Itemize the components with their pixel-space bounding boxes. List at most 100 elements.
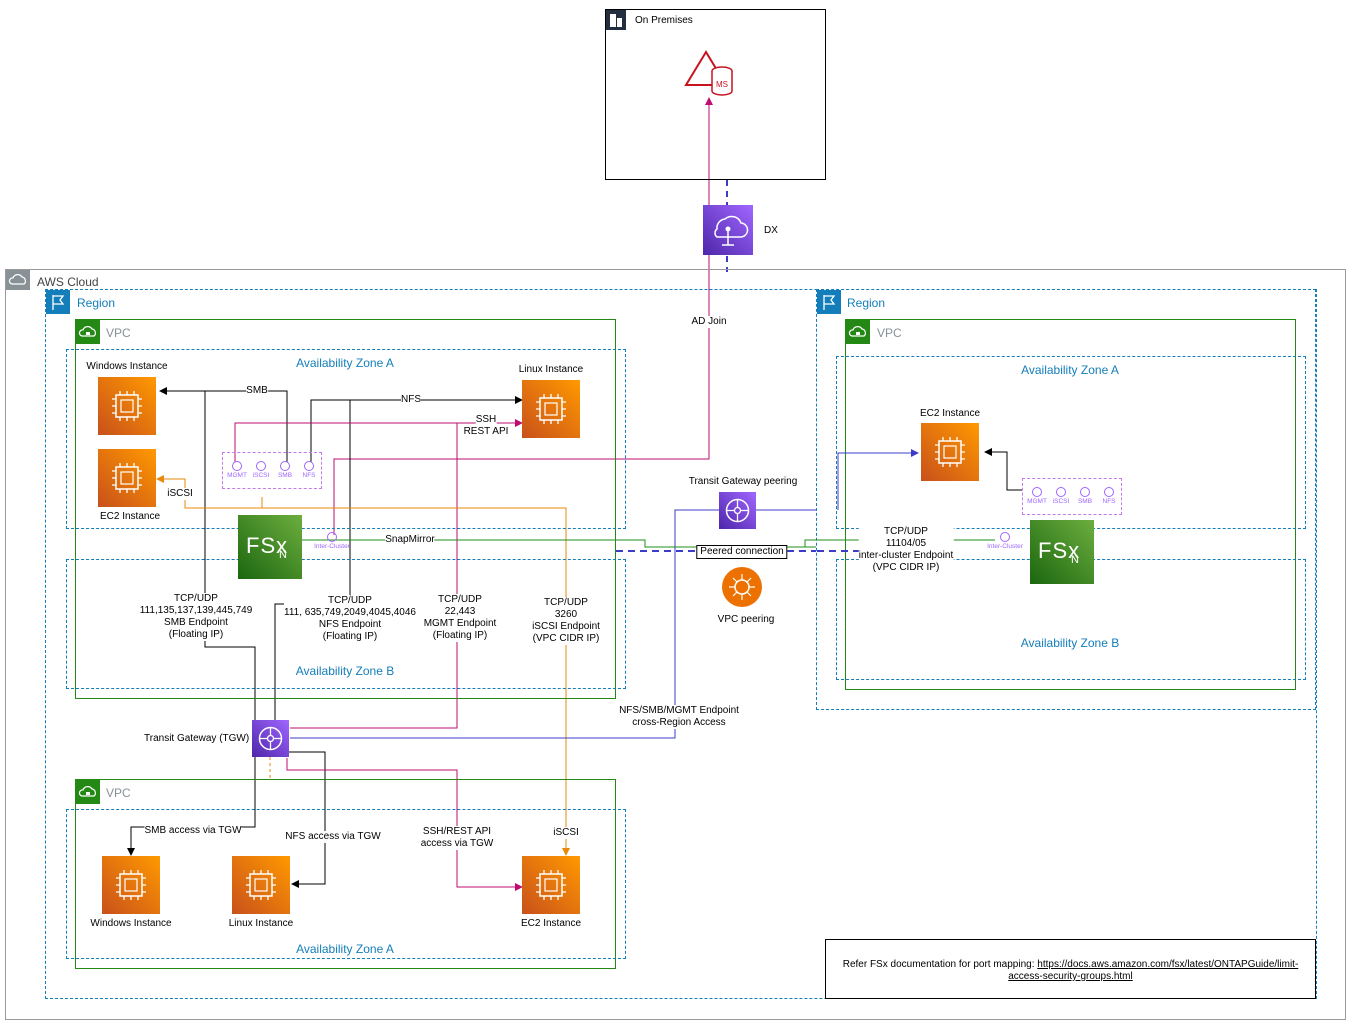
nfs-tgw-lower-line [287,751,326,888]
direct-connect-icon [703,205,753,255]
nfs-endpoint-icon: NFS [1097,487,1121,505]
vpc-peering-icon [722,567,762,607]
peered-connection-label: Peered connection [696,545,788,559]
doc-link-line1[interactable]: https://docs.aws.amazon.com/fsx/latest/O… [1037,959,1299,970]
mgmt-endpoint-icon: MGMT [1025,487,1049,505]
iscsi-bottom-label: iSCSI [553,827,579,839]
building-icon [606,10,626,30]
ec2-instance-icon [98,449,156,507]
windows-instance-bottom-icon [102,856,160,914]
smb-line [159,387,288,462]
vpc-peering-label: VPC peering [717,614,775,625]
snapmirror-left-line [302,539,700,548]
right-vpc-box [845,319,1296,690]
left-region-label: Region [77,296,116,310]
mgmt-tgw-upper-line [290,423,458,729]
linux-instance-bottom-label: Linux Instance [228,918,294,929]
ad-join-line [333,97,713,535]
ms-badge-text: MS [716,80,728,89]
left-az-a-label: Availability Zone A [296,356,394,370]
ssh-tgw-lower-line [286,758,523,891]
vpc-icon [846,320,870,344]
aws-cloud-label: AWS Cloud [37,275,99,289]
on-premises-box [605,9,826,180]
mgmt-endpoint-icon: MGMT [225,461,249,479]
transit-gateway-icon [252,720,289,757]
linux-instance-icon [522,380,580,438]
right-region-box [816,289,1316,710]
port-mapping-note: Refer FSx documentation for port mapping… [825,939,1316,999]
aws-cloud-box [5,269,1346,1020]
linux-instance-label: Linux Instance [518,364,584,375]
inter-cluster-endpoint-icon: Inter-Cluster [312,532,352,550]
smb-label: SMB [246,385,268,397]
smb-endpoint-icon: SMB [1073,487,1097,505]
iscsi-endpoint-icon: iSCSI [249,461,273,479]
left-az-b-label: Availability Zone B [295,664,395,678]
endpoint-group: MGMT iSCSI SMB NFS [222,452,322,489]
ec2-instance-bottom-icon [522,856,580,914]
ssh-line [234,419,523,462]
linux-instance-bottom-icon [232,856,290,914]
right-fsx-ontap-icon: FSx N [1030,520,1094,584]
left-az-b-box [66,559,626,689]
region-flag-icon [46,290,70,314]
ms-database-icon: MS [684,50,733,96]
fsx-ontap-icon: FSx N [238,515,302,579]
ssh-label: SSH [475,414,497,426]
tgw-peering-label: Transit Gateway peering [688,476,798,487]
right-ec2-instance-icon [921,423,979,481]
left-az-a-box [66,349,626,529]
tgw-peering-icon [719,492,756,529]
nfs-label: NFS [401,394,421,406]
windows-instance-bottom-label: Windows Instance [90,918,172,929]
left-bottom-vpc-box [75,779,616,969]
ec2-instance-bottom-label: EC2 Instance [520,918,582,929]
doc-link-line2[interactable]: access-security-groups.html [1008,971,1133,982]
left-bottom-az-a-box [66,809,626,959]
left-bottom-az-a-label: Availability Zone A [296,942,394,956]
transit-gateway-label: Transit Gateway (TGW) [144,733,250,744]
snapmirror-label: SnapMirror [385,534,435,546]
ad-join-label: AD Join [691,316,727,328]
right-az-b-label: Availability Zone B [1020,636,1120,650]
nfs-access-label: NFS access via TGW [285,831,381,843]
left-bottom-vpc-label: VPC [106,786,131,800]
region-flag-icon [817,290,841,314]
note-prefix: Refer FSx documentation for port mapping… [842,959,1038,970]
windows-instance-icon [98,377,156,435]
iscsi-endpoint-icon: iSCSI [1049,487,1073,505]
nfs-line [310,396,523,462]
ec2-instance-label: EC2 Instance [99,511,161,522]
nfs-endpoint-icon: NFS [297,461,321,479]
left-top-vpc-label: VPC [106,326,131,340]
smb-endpoint-icon: SMB [273,461,297,479]
vpc-icon [76,320,100,344]
right-vpc-label: VPC [877,326,902,340]
left-top-vpc-box [75,319,616,699]
rest-api-label: REST API [463,426,509,438]
iscsi-label: iSCSI [167,488,193,500]
dx-label: DX [764,225,778,236]
right-az-a-label: Availability Zone A [1021,363,1119,377]
aws-cloud-icon [6,270,30,290]
vpc-icon [76,780,100,804]
left-region-box [45,289,1317,999]
right-region-label: Region [847,296,886,310]
smb-access-label: SMB access via TGW [144,825,242,837]
right-endpoint-group: MGMT iSCSI SMB NFS [1022,478,1122,515]
iscsi-ec2-line [185,507,570,856]
windows-instance-label: Windows Instance [86,361,168,372]
right-ec2-instance-label: EC2 Instance [919,408,981,419]
on-premises-title: On Premises [635,15,693,26]
right-inter-cluster-endpoint-icon: Inter-Cluster [985,532,1025,550]
